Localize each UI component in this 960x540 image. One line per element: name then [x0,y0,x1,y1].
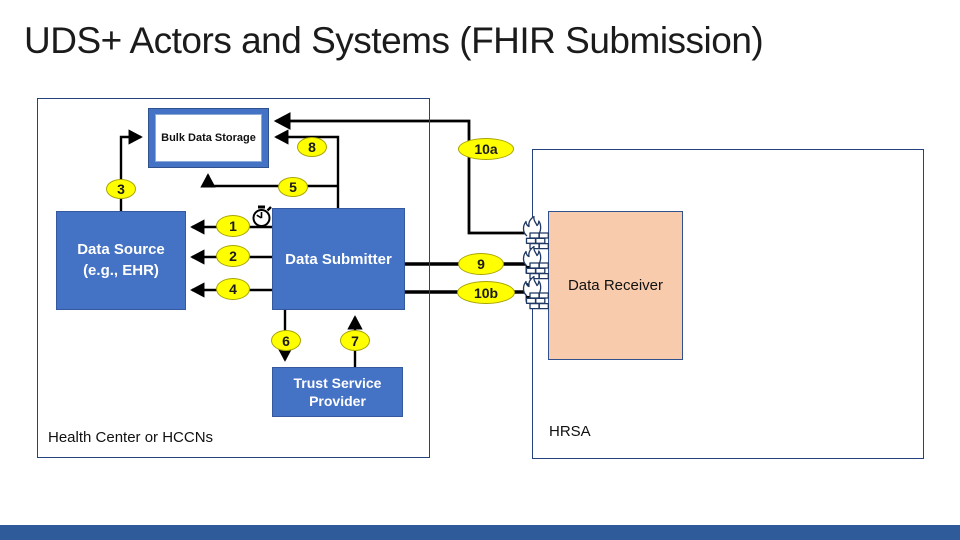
data-receiver-label: Data Receiver [567,277,664,294]
step-badge-6: 6 [271,330,301,351]
health-center-label: Health Center or HCCNs [48,429,214,446]
slide-footer-bar [0,525,960,540]
data-source-node: Data Source (e.g., EHR) [56,211,186,310]
step-badge-7: 7 [340,330,370,351]
trust-service-label-line1: Trust Service [293,374,382,391]
data-source-label-line2: (e.g., EHR) [83,261,159,279]
step-badge-5: 5 [278,177,308,197]
stopwatch-icon [252,205,272,227]
step-badge-9: 9 [458,253,504,275]
slide-title: UDS+ Actors and Systems (FHIR Submission… [24,20,764,61]
step-badge-10a: 10a [458,138,514,160]
data-submitter-node: Data Submitter [272,208,405,310]
trust-service-provider-node: Trust Service Provider [272,367,403,417]
step-badge-3: 3 [106,179,136,199]
bulk-data-storage-label: Bulk Data Storage [155,114,262,162]
arrow-8 [274,129,340,208]
trust-service-label-line2: Provider [309,393,366,409]
hrsa-label: HRSA [549,423,591,440]
arrow-10a [273,112,548,235]
step-badge-8: 8 [297,137,327,157]
health-center-container [37,98,430,458]
bulk-data-storage-node: Bulk Data Storage [148,108,269,168]
step-badge-4: 4 [216,278,250,300]
data-submitter-label: Data Submitter [285,250,392,268]
step-badge-2: 2 [216,245,250,267]
step-badge-10b: 10b [457,281,515,304]
step-badge-1: 1 [216,215,250,237]
data-source-label-line1: Data Source [77,241,165,259]
data-receiver-node: Data Receiver [548,211,683,360]
